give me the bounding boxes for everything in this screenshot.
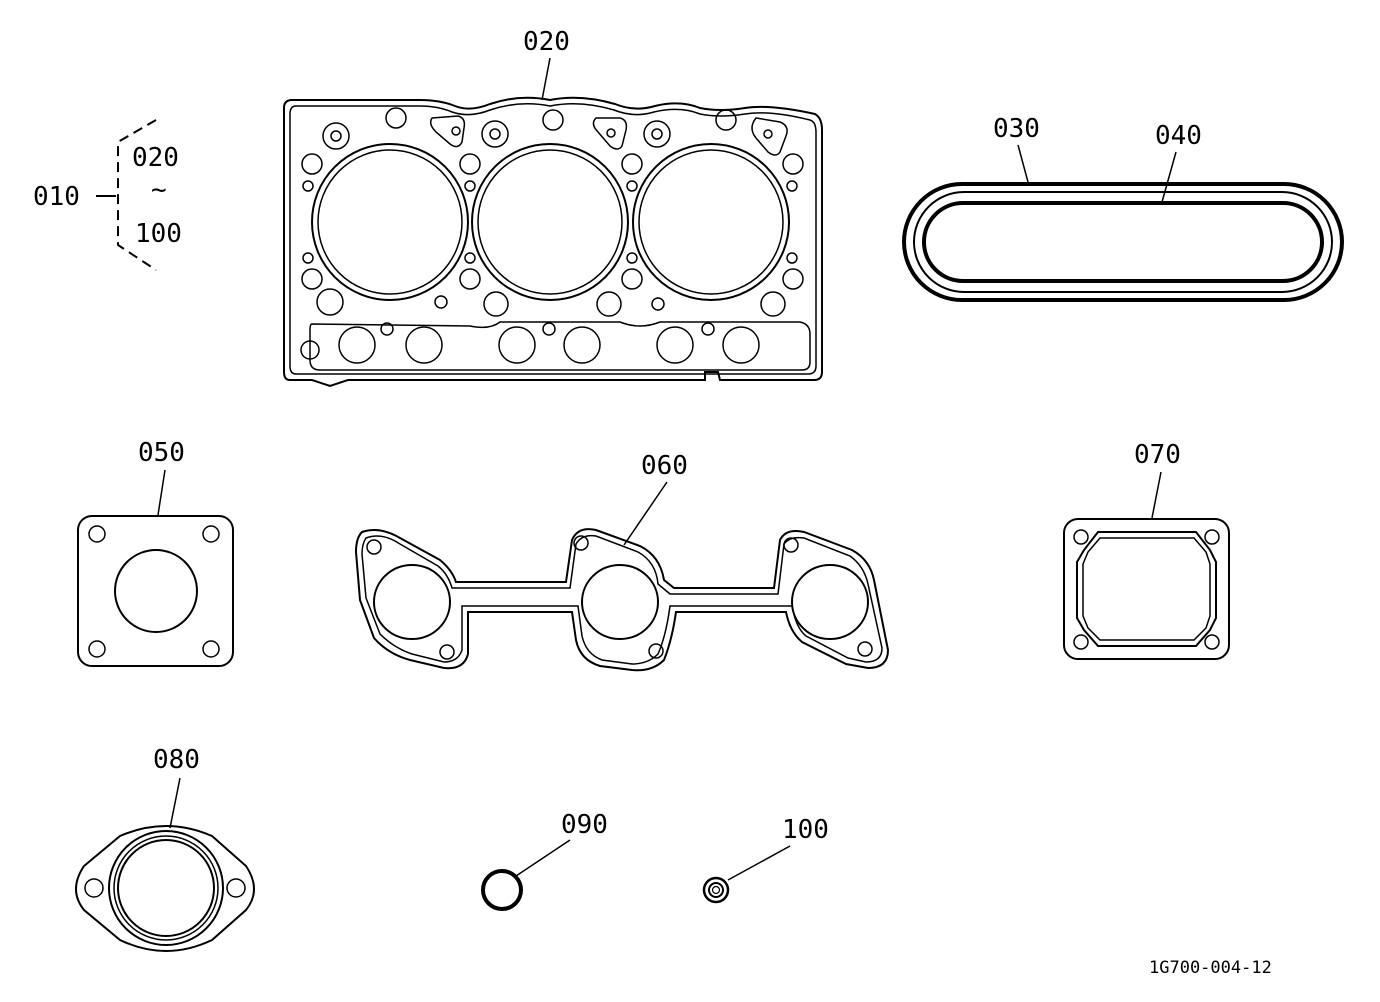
kit-bracket-010: 010 020 ~ 100 bbox=[33, 119, 182, 271]
label-050: 050 bbox=[138, 438, 185, 468]
o-ring-090: 090 bbox=[481, 810, 608, 911]
label-040: 040 bbox=[1155, 121, 1202, 151]
label-060: 060 bbox=[641, 451, 688, 481]
small-seal-100: 100 bbox=[702, 815, 829, 904]
drawing-reference: 1G700-004-12 bbox=[1149, 958, 1272, 978]
square-flange-gasket-050: 050 bbox=[77, 438, 234, 667]
two-bolt-flange-gasket-080: 080 bbox=[75, 745, 255, 952]
label-020: 020 bbox=[523, 27, 570, 57]
cylinder-head-gasket-020: 020 bbox=[283, 27, 823, 388]
oval-seal-040: 040 bbox=[922, 121, 1324, 283]
label-080: 080 bbox=[153, 745, 200, 775]
label-100: 100 bbox=[782, 815, 829, 845]
square-cover-gasket-070: 070 bbox=[1063, 440, 1230, 660]
label-range-tilde: ~ bbox=[151, 175, 167, 205]
oval-seal-030: 030 bbox=[902, 114, 1344, 302]
label-010: 010 bbox=[33, 182, 80, 212]
label-range-from-020: 020 bbox=[132, 143, 179, 173]
exhaust-manifold-gasket-060: 060 bbox=[354, 451, 890, 672]
label-030: 030 bbox=[993, 114, 1040, 144]
label-090: 090 bbox=[561, 810, 608, 840]
label-range-to-100: 100 bbox=[135, 219, 182, 249]
label-070: 070 bbox=[1134, 440, 1181, 470]
